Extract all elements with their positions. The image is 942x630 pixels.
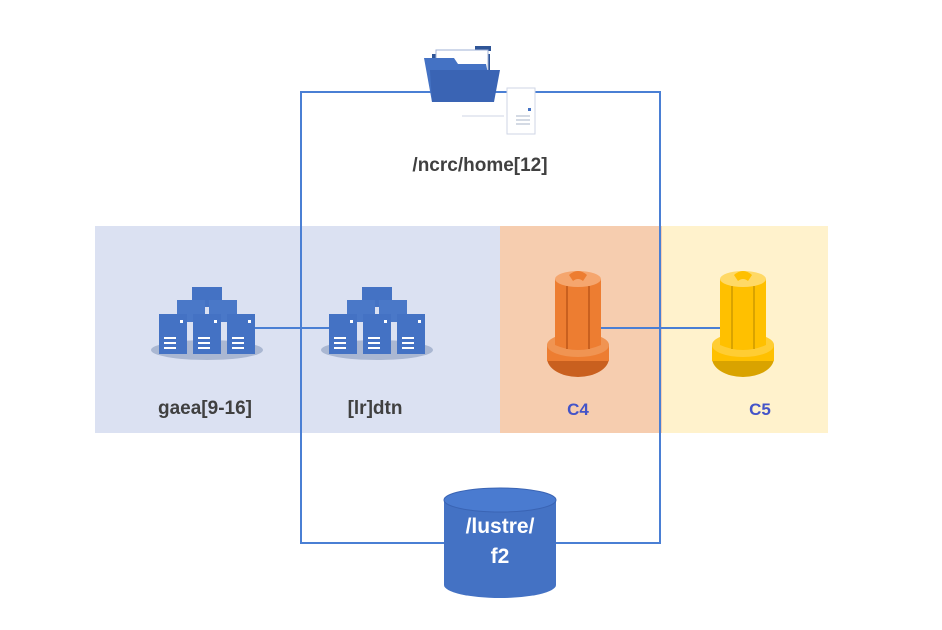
lustre-storage-cylinder-icon	[443, 487, 557, 598]
lustre-storage-label-line2: f2	[490, 545, 510, 568]
gaea-label: gaea[9-16]	[158, 398, 252, 419]
dtn-server-cluster-icon	[321, 287, 433, 360]
gaea-server-cluster-icon	[151, 287, 263, 360]
home-filesystem-label: /ncrc/home[12]	[412, 155, 548, 176]
dtn-label: [lr]dtn	[347, 398, 403, 419]
c5-label: C5	[749, 400, 771, 419]
c4-supercomputer-icon	[547, 271, 609, 377]
lustre-storage-label: /lustre/ f2	[445, 512, 555, 572]
c4-label: C4	[567, 400, 589, 419]
gaea-dtn-link	[252, 327, 334, 329]
c5-supercomputer-icon	[712, 271, 774, 377]
lustre-storage-label-line1: /lustre/	[465, 515, 535, 538]
folder-icon	[424, 46, 536, 135]
c4-c5-link	[601, 327, 725, 329]
